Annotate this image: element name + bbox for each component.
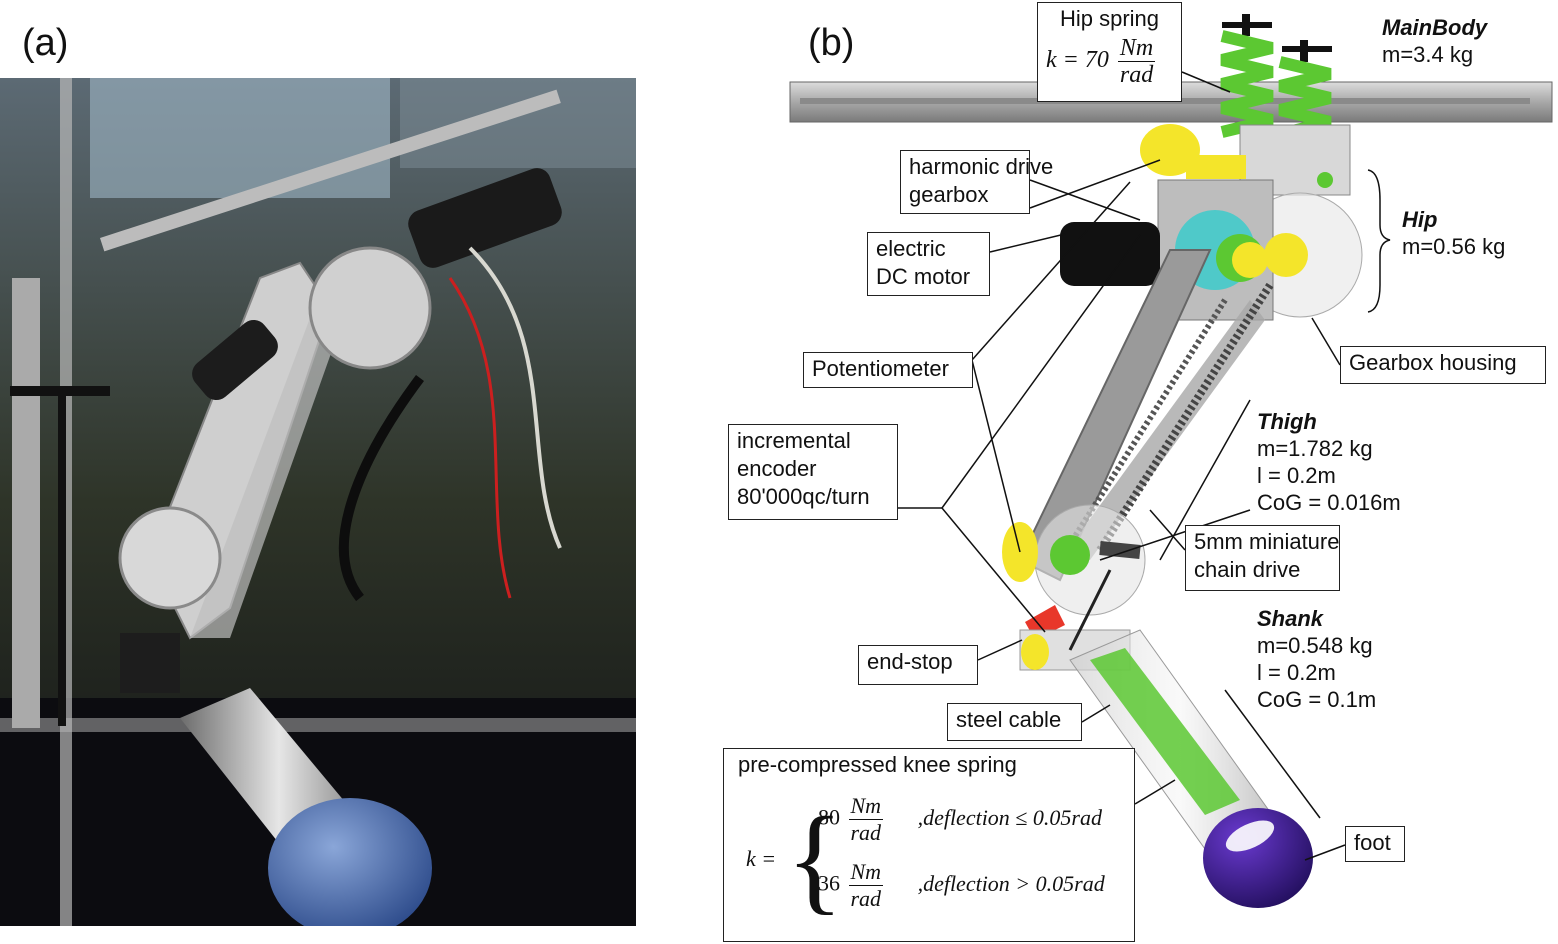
steel-cable-box: steel cable bbox=[947, 703, 1082, 741]
encoder-box: incremental encoder 80'000qc/turn bbox=[728, 424, 898, 520]
motor-box: electric DC motor bbox=[867, 232, 990, 296]
shank-info: Shank m=0.548 kg l = 0.2m CoG = 0.1m bbox=[1257, 605, 1376, 713]
end-stop-box: end-stop bbox=[858, 645, 978, 685]
knee-spring-cond1: ,deflection ≤ 0.05rad bbox=[917, 804, 1102, 830]
foot-box: foot bbox=[1345, 826, 1405, 862]
encoder-line1: incremental bbox=[737, 428, 851, 453]
knee-spring-den1: rad bbox=[850, 820, 882, 845]
knee-spring-den2: rad bbox=[850, 886, 882, 911]
hip-spring-k: k = 70 bbox=[1046, 47, 1109, 74]
end-stop-label: end-stop bbox=[867, 649, 953, 674]
chain-drive-box: 5mm miniature chain drive bbox=[1185, 525, 1340, 591]
thigh-name: Thigh bbox=[1257, 409, 1317, 434]
potentiometer-box: Potentiometer bbox=[803, 352, 973, 388]
knee-spring-c2: 36 bbox=[818, 870, 840, 896]
knee-spring-title: pre-compressed knee spring bbox=[738, 752, 1017, 777]
potentiometer-label: Potentiometer bbox=[812, 356, 949, 381]
thigh-mass: m=1.782 kg bbox=[1257, 436, 1373, 461]
knee-spring-brace: { bbox=[786, 792, 844, 925]
hip-assembly bbox=[1060, 124, 1363, 321]
motor-line2: DC motor bbox=[876, 264, 971, 289]
thigh-info: Thigh m=1.782 kg l = 0.2m CoG = 0.016m bbox=[1257, 408, 1401, 516]
knee-assembly bbox=[1002, 504, 1146, 671]
chain-drive-line2: chain drive bbox=[1194, 557, 1301, 582]
shank-mass: m=0.548 kg bbox=[1257, 633, 1373, 658]
panel-a-letter: (a) bbox=[22, 22, 69, 64]
robot-leg-photo bbox=[0, 78, 636, 926]
main-body-name: MainBody bbox=[1382, 15, 1488, 40]
knee-spring-c1: 80 bbox=[818, 804, 840, 830]
hip-mass: m=0.56 kg bbox=[1402, 234, 1506, 259]
panel-b-letter: (b) bbox=[808, 22, 855, 64]
motor-line1: electric bbox=[876, 236, 946, 261]
harmonic-drive-line1: harmonic drive bbox=[909, 154, 1054, 179]
main-body-info: MainBody m=3.4 kg bbox=[1382, 14, 1487, 68]
encoder-line2: encoder bbox=[737, 456, 817, 481]
knee-spring-k: k = bbox=[746, 846, 777, 871]
encoder-line3: 80'000qc/turn bbox=[737, 484, 870, 509]
hip-spring-graphic bbox=[1220, 14, 1332, 200]
shank-length: l = 0.2m bbox=[1257, 660, 1336, 685]
chain-drive-line1: 5mm miniature bbox=[1194, 529, 1340, 554]
hip-spring-den: rad bbox=[1119, 62, 1154, 88]
harmonic-drive-line2: gearbox bbox=[909, 182, 989, 207]
gearbox-housing-box: Gearbox housing bbox=[1340, 346, 1546, 384]
thigh-length: l = 0.2m bbox=[1257, 463, 1336, 488]
hip-name: Hip bbox=[1402, 207, 1438, 232]
hip-spring-title: Hip spring bbox=[1059, 6, 1160, 31]
foot-label: foot bbox=[1354, 830, 1391, 855]
shank-name: Shank bbox=[1257, 606, 1324, 631]
gearbox-housing-label: Gearbox housing bbox=[1349, 350, 1517, 375]
foot-graphic bbox=[1203, 808, 1313, 908]
steel-cable-label: steel cable bbox=[956, 707, 1062, 732]
harmonic-drive-box: harmonic drive gearbox bbox=[900, 150, 1054, 214]
main-body-mass: m=3.4 kg bbox=[1382, 42, 1474, 67]
knee-spring-num1: Nm bbox=[848, 793, 884, 820]
hip-info: Hip m=0.56 kg bbox=[1402, 206, 1505, 260]
hip-spring-num: Nm bbox=[1117, 35, 1156, 62]
shank-cog: CoG = 0.1m bbox=[1257, 687, 1377, 712]
thigh-cog: CoG = 0.016m bbox=[1257, 490, 1401, 515]
knee-spring-num2: Nm bbox=[848, 859, 884, 886]
knee-spring-cond2: ,deflection > 0.05rad bbox=[917, 870, 1105, 896]
